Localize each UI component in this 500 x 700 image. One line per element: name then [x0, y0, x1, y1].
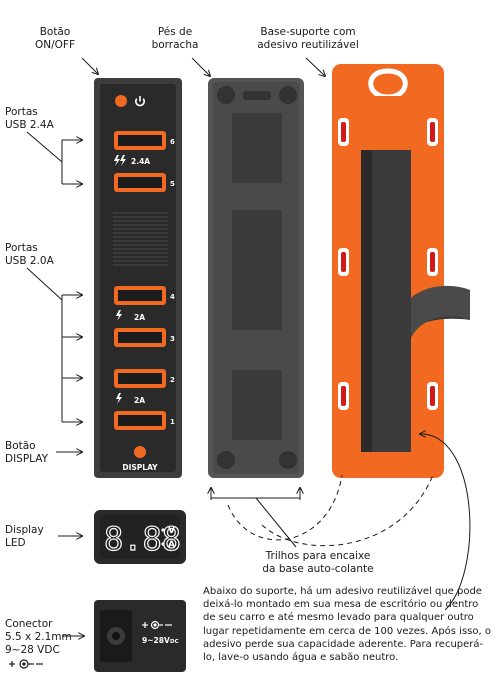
group-label-2.4a: 2.4A [131, 157, 150, 166]
lightning-icon [114, 155, 126, 166]
port-number-2: 2 [170, 376, 175, 384]
power-icon [135, 96, 145, 107]
label-rubber-feet: Pés de borracha [151, 26, 199, 51]
callout-lines [26, 57, 471, 636]
led-display: 8.88 V A [94, 510, 186, 564]
led-reading: 8.88 [104, 520, 181, 558]
rubber-foot [279, 451, 297, 469]
adhesive-base-plate [332, 64, 470, 478]
label-connector: Conector 5.5 x 2.1mm 9~28 VDC [5, 618, 72, 656]
power-connector: 9~28V DC [94, 600, 186, 672]
display-button-label: DISPLAY [122, 463, 158, 472]
polarity-icon [142, 620, 172, 630]
rubber-foot [217, 451, 235, 469]
port-number-1: 1 [170, 418, 175, 426]
port-number-5: 5 [170, 180, 175, 188]
connector-spec: 9~28V [142, 636, 170, 645]
group-label-2a-top: 2A [134, 313, 145, 322]
led-unit-v: V [168, 526, 175, 536]
power-button [115, 95, 127, 107]
device-back-view [208, 78, 304, 478]
rubber-foot [279, 86, 297, 104]
display-button [134, 446, 146, 458]
lightning-icon [116, 393, 122, 404]
port-number-4: 4 [170, 293, 175, 301]
connector-spec-suffix: DC [170, 639, 179, 645]
label-usb-2.0a: Portas USB 2.0A [5, 242, 54, 267]
label-base: Base-suporte com adesivo reutilizável [257, 26, 359, 51]
port-number-3: 3 [170, 335, 175, 343]
label-display-button: Botão DISPLAY [5, 440, 49, 465]
label-rails: Trilhos para encaixe da base auto-colant… [262, 550, 374, 575]
label-display-led: Display LED [5, 524, 44, 549]
led-unit-a: A [168, 540, 175, 550]
description-text: Abaixo do suporte, há um adesivo reutili… [203, 586, 491, 664]
charger-device: 6 5 4 3 2 1 2.4A 2A 2A DISPLAY [94, 78, 182, 478]
dashed-motion-lines [227, 474, 434, 547]
lightning-icon [116, 310, 122, 321]
group-label-2a-bottom: 2A [134, 396, 145, 405]
label-usb-2.4a: Portas USB 2.4A [5, 106, 54, 131]
rubber-foot [217, 86, 235, 104]
label-onoff: Botão ON/OFF [34, 26, 75, 51]
polarity-icon [9, 659, 43, 669]
port-number-6: 6 [170, 138, 175, 146]
vent-grille [113, 212, 168, 266]
